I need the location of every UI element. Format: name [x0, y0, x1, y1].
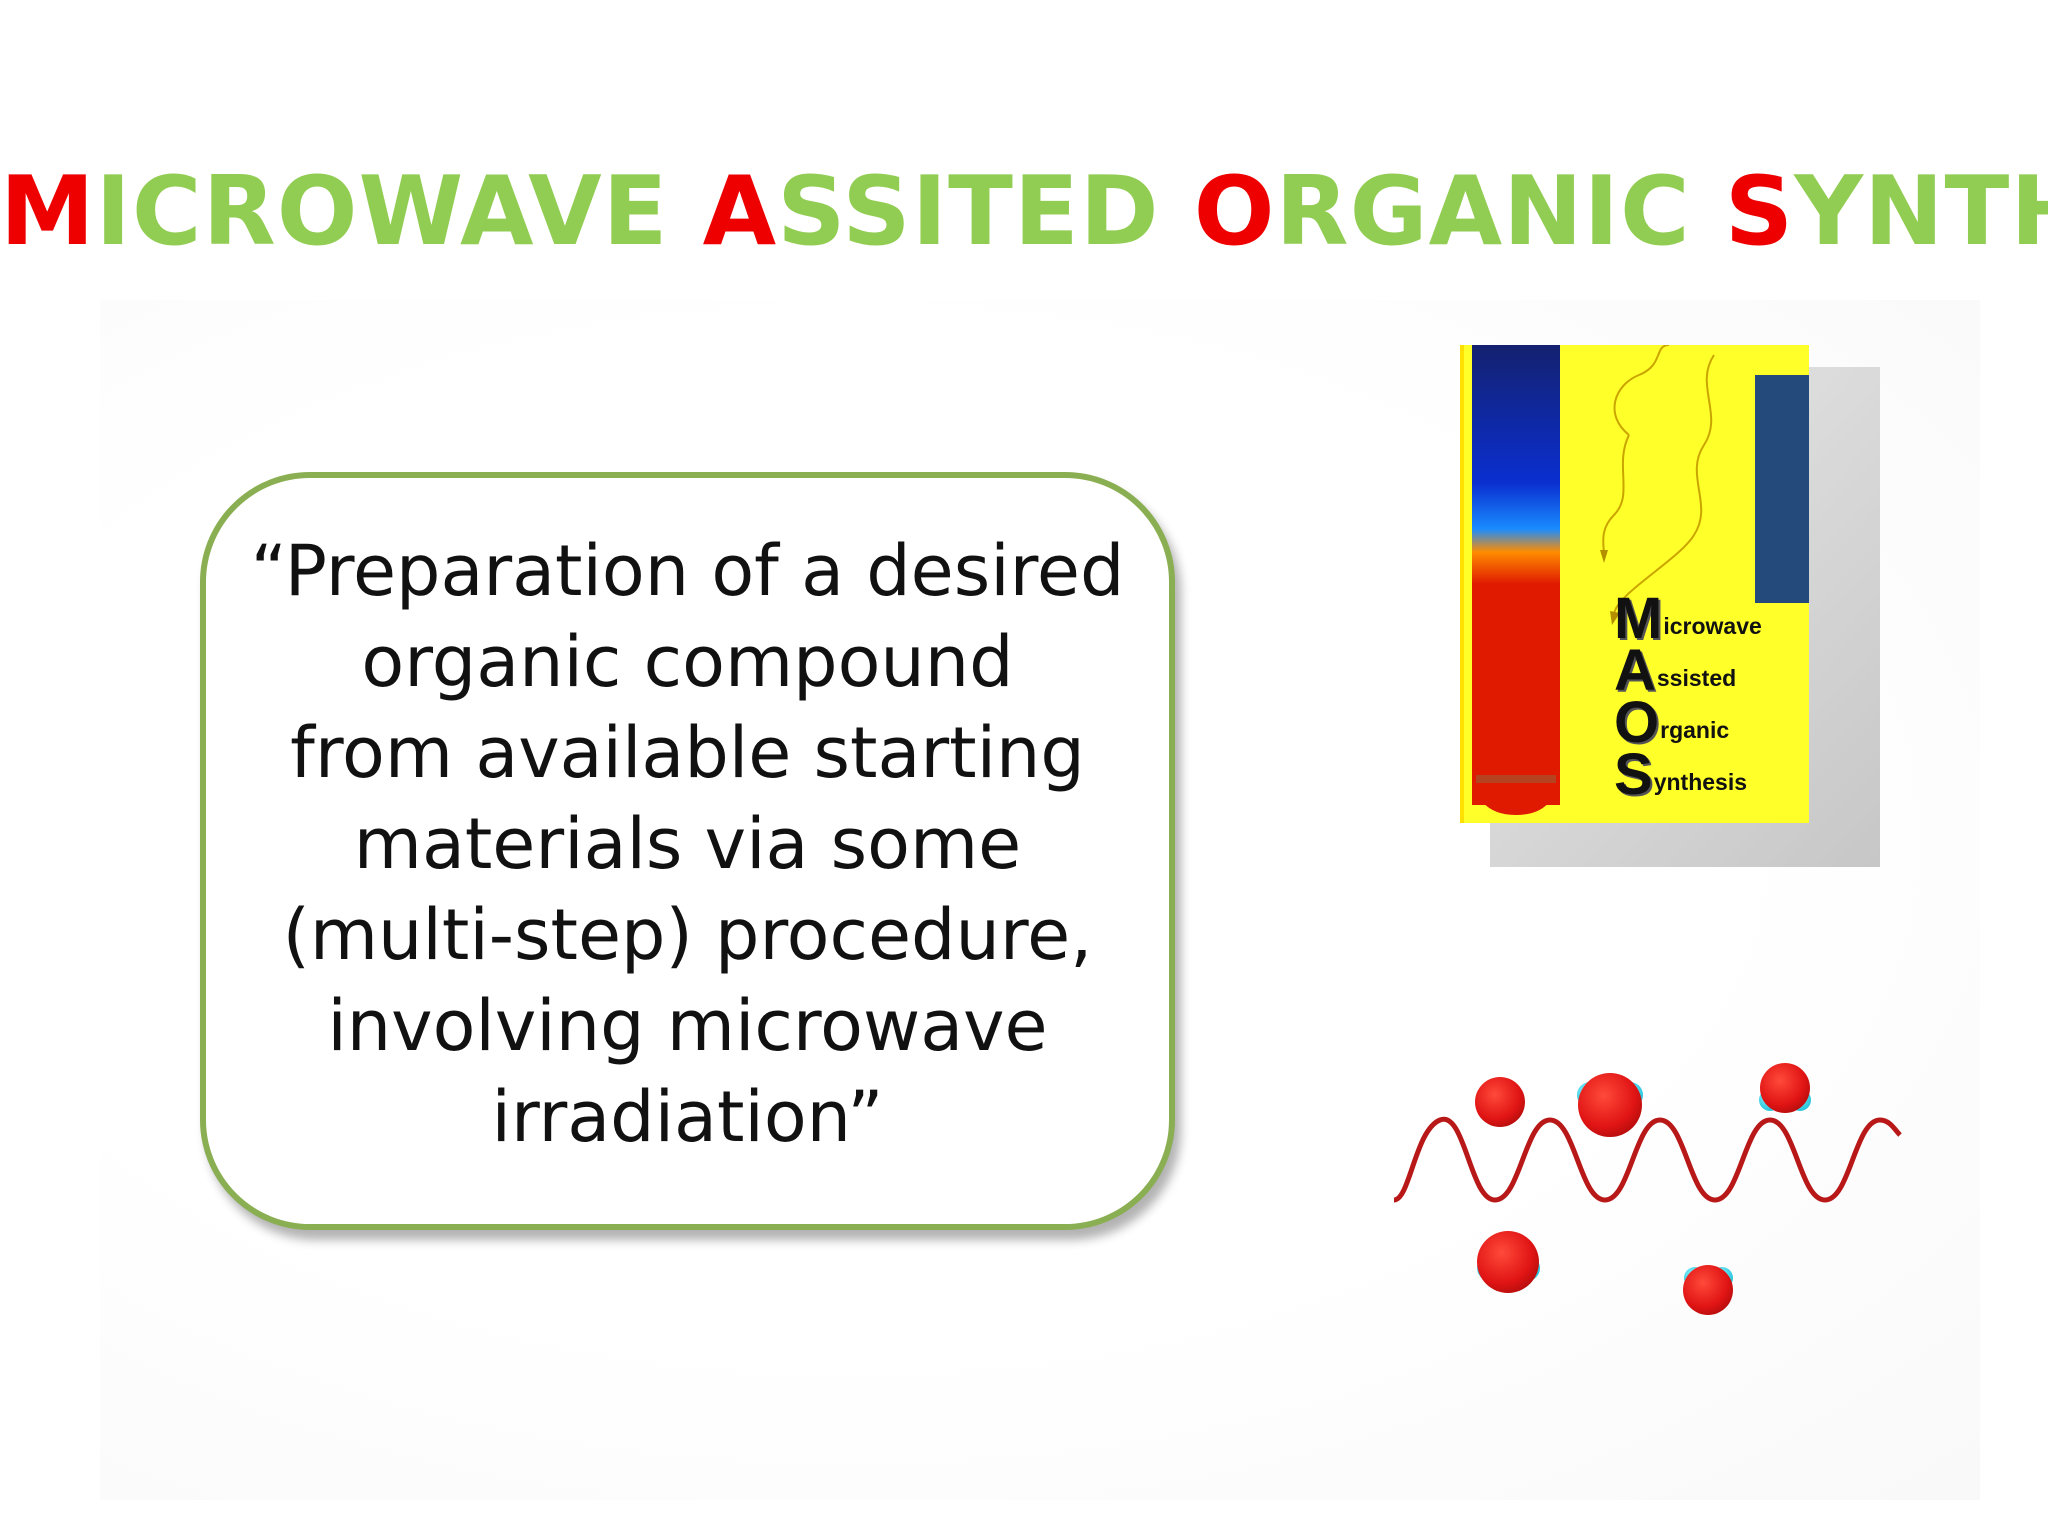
title-initial-a: A — [702, 157, 778, 267]
definition-line: “Preparation of a desired — [250, 529, 1125, 612]
definition-line: materials via some — [353, 802, 1022, 885]
definition-box: “Preparation of a desired organic compou… — [200, 472, 1175, 1230]
title-initial-s: S — [1724, 157, 1795, 267]
water-molecule-icon — [1475, 1077, 1525, 1127]
water-molecule-icon — [1477, 1231, 1540, 1293]
definition-line: irradiation” — [491, 1075, 884, 1158]
title-word-rest: ICROWAVE — [95, 157, 669, 267]
title-word-rest: SSITED — [777, 157, 1160, 267]
definition-line: (multi-step) procedure, — [282, 893, 1093, 976]
title-word-rest: RGANIC — [1275, 157, 1691, 267]
book-spine-bar — [1755, 375, 1809, 603]
definition-line: organic compound — [361, 620, 1014, 703]
definition-line: from available starting — [290, 711, 1085, 794]
title-initial-m: M — [0, 157, 96, 267]
definition-text: “Preparation of a desired organic compou… — [248, 526, 1128, 1163]
microwave-molecules-illustration — [1393, 1063, 1902, 1315]
title-word-rest: YNTHESIS — [1794, 157, 2048, 267]
book-cover-art — [1472, 345, 1809, 815]
water-molecule-icon — [1759, 1063, 1811, 1113]
slide-title: MICROWAVE ASSITED ORGANIC SYNTHESIS — [0, 165, 2048, 260]
title-initial-o: O — [1193, 157, 1276, 267]
definition-line: involving microwave — [327, 984, 1048, 1067]
water-molecule-icon — [1577, 1073, 1643, 1137]
microwave-wave-icon — [1393, 1116, 1902, 1203]
test-tube-icon — [1472, 345, 1560, 805]
microwave-ray-icon — [1613, 345, 1670, 436]
water-molecule-icon — [1683, 1265, 1733, 1315]
